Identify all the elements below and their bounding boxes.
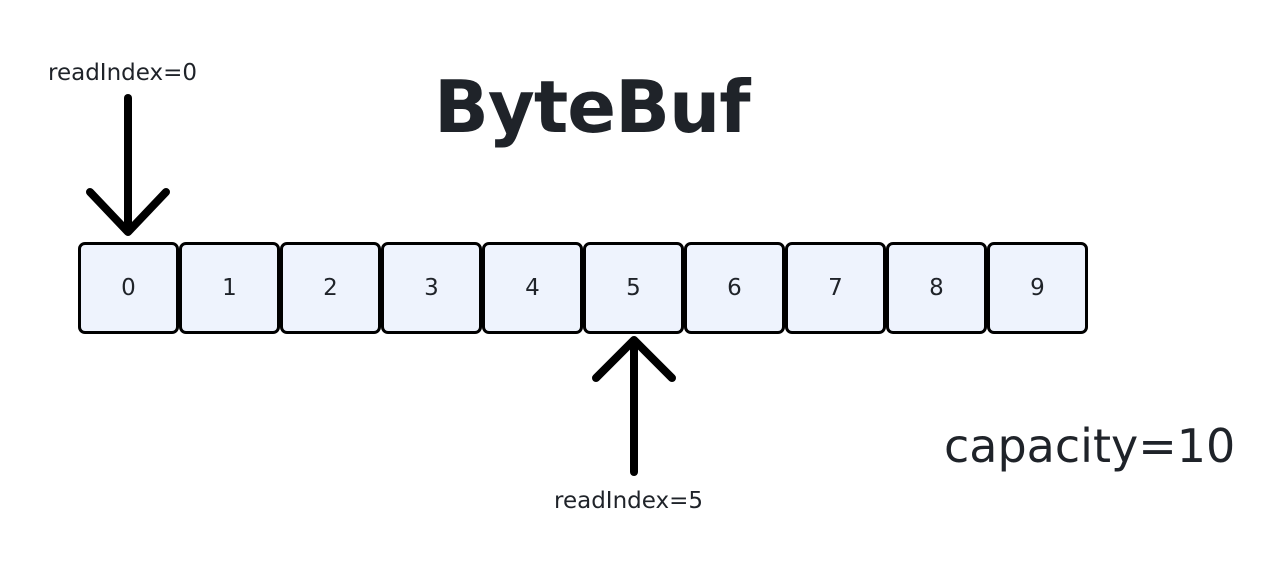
byte-cell-8: 8: [886, 242, 987, 334]
down-arrow-icon: [86, 94, 170, 236]
capacity-label: capacity=10: [944, 419, 1236, 473]
byte-cell-9: 9: [987, 242, 1088, 334]
read-index-bottom-label: readIndex=5: [554, 488, 704, 514]
byte-cell-1: 1: [179, 242, 280, 334]
up-arrow-icon: [592, 336, 676, 476]
byte-cell-0: 0: [78, 242, 179, 334]
byte-cells: 0 1 2 3 4 5 6 7 8 9: [78, 242, 1090, 334]
byte-cell-6: 6: [684, 242, 785, 334]
byte-cell-2: 2: [280, 242, 381, 334]
byte-cell-5: 5: [583, 242, 684, 334]
byte-cell-4: 4: [482, 242, 583, 334]
byte-cell-3: 3: [381, 242, 482, 334]
read-index-top-label: readIndex=0: [48, 60, 198, 86]
diagram-title: ByteBuf: [434, 65, 751, 149]
byte-cell-7: 7: [785, 242, 886, 334]
